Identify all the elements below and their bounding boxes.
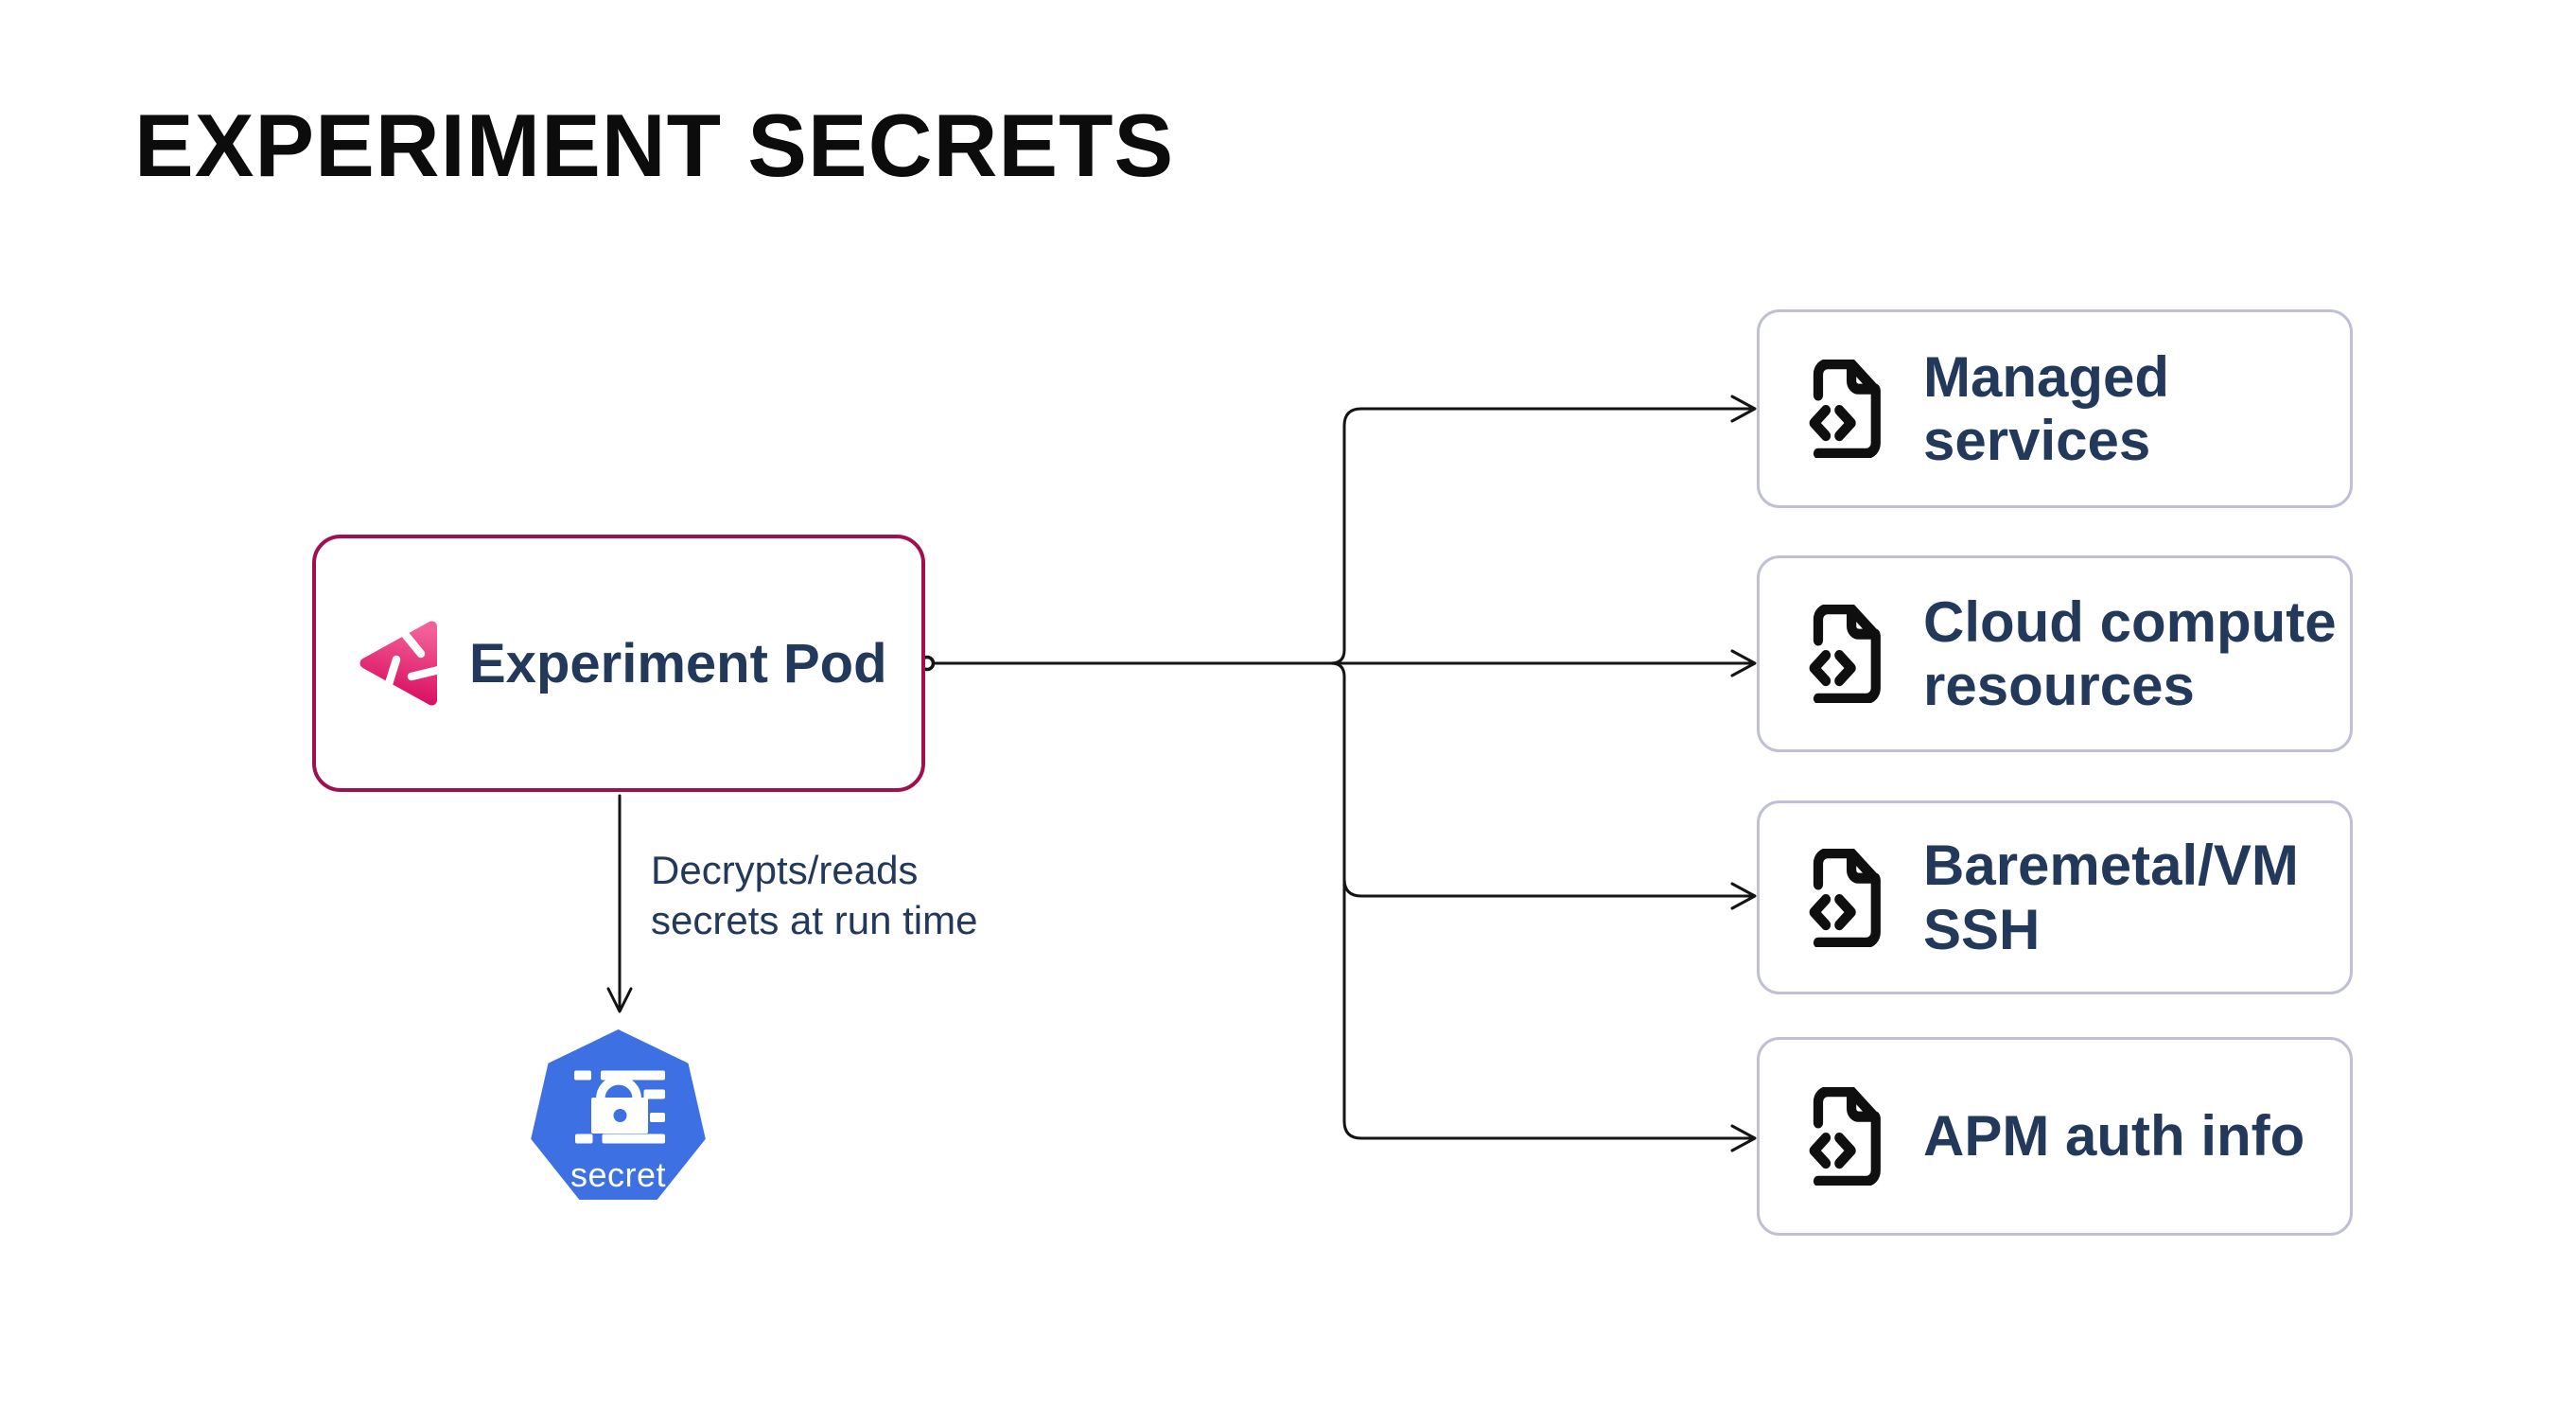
file-code-icon [1809, 1087, 1881, 1186]
file-code-icon [1809, 848, 1881, 947]
edge-annotation: Decrypts/reads secrets at run time [651, 848, 978, 943]
node-experiment-pod: Experiment Pod [312, 535, 925, 792]
arrowhead-apm [1730, 1124, 1757, 1152]
experiment-logo-icon [359, 621, 437, 706]
edge-pod-to-apm [1329, 661, 1753, 1140]
node-managed-services: Managed services [1757, 309, 2353, 508]
node-baremetal-ssh: Baremetal/VM SSH [1757, 800, 2353, 994]
page-title: EXPERIMENT SECRETS [134, 96, 1175, 195]
file-code-icon [1809, 360, 1881, 458]
secret-node-label: secret [570, 1155, 667, 1194]
edge-pod-to-managed-services [1329, 407, 1753, 665]
experiment-pod-label: Experiment Pod [469, 632, 887, 694]
arrowhead-managed-services [1730, 395, 1757, 423]
arrowhead-secret [606, 987, 633, 1013]
file-code-icon [1809, 605, 1881, 703]
node-apm-auth: APM auth info [1757, 1037, 2353, 1236]
managed-services-label: Managed services [1923, 344, 2170, 472]
node-cloud-compute: Cloud compute resources [1757, 555, 2353, 752]
arrowhead-baremetal [1730, 882, 1757, 910]
apm-auth-label: APM auth info [1923, 1104, 2305, 1169]
kubernetes-secret-icon [531, 1029, 706, 1200]
arrowhead-cloud-compute [1730, 649, 1757, 677]
edge-pod-to-baremetal [1342, 877, 1753, 898]
cloud-compute-label: Cloud compute resources [1923, 589, 2337, 717]
baremetal-ssh-label: Baremetal/VM SSH [1923, 834, 2299, 961]
